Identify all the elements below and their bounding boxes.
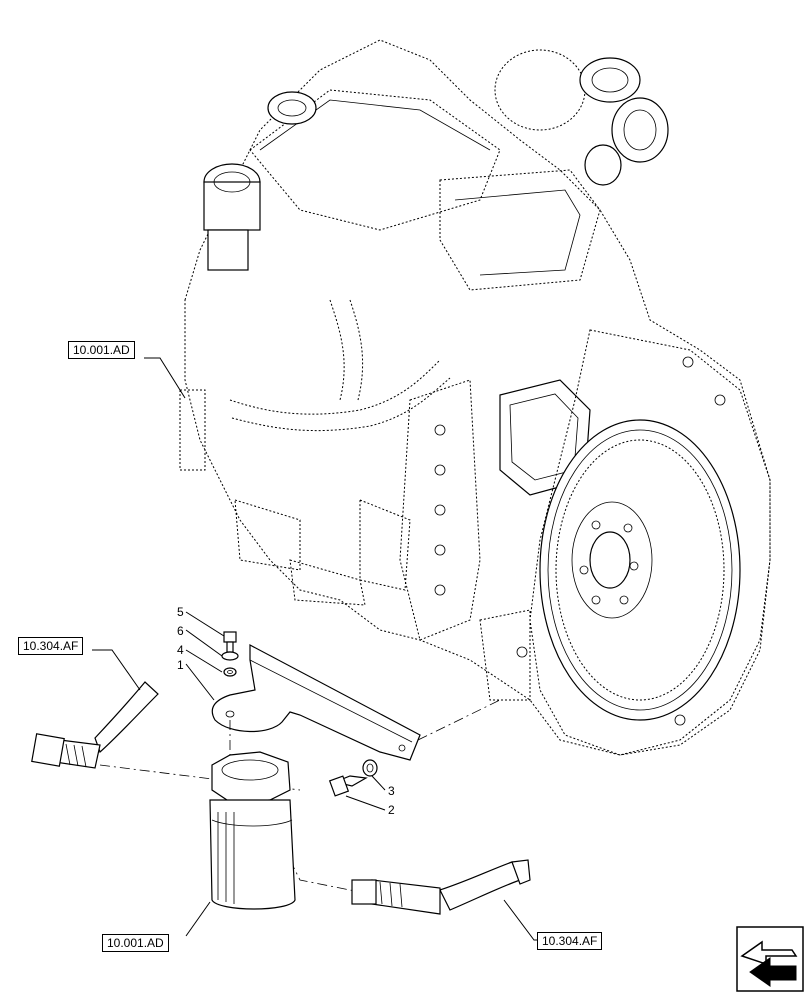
leader-1 (185, 663, 215, 701)
filter-illustration (209, 751, 296, 910)
leader-6 (185, 629, 223, 657)
leader-hose-bottom (503, 899, 540, 941)
ref-hose-left[interactable]: 10.304.AF (18, 637, 84, 655)
callout-3: 3 (388, 784, 395, 798)
leader-2 (345, 795, 386, 811)
hose-left-illustration (31, 681, 159, 769)
ref-engine-upper-left[interactable]: 10.001.AD (68, 341, 135, 359)
callout-2: 2 (388, 803, 395, 817)
leader-hose-left (92, 649, 141, 691)
callout-5: 5 (177, 605, 184, 619)
leader-4 (185, 649, 223, 673)
leader-5 (185, 611, 225, 637)
leader-filter (185, 901, 211, 937)
engine-illustration (179, 39, 771, 756)
hose-bottom-right-illustration (351, 859, 531, 915)
ref-filter-bottom[interactable]: 10.001.AD (102, 934, 169, 952)
leader-3 (371, 775, 386, 791)
callout-6: 6 (177, 624, 184, 638)
bolt-2-washer-3 (328, 759, 378, 797)
callout-4: 4 (177, 643, 184, 657)
callout-1: 1 (177, 658, 184, 672)
bracket-illustration (211, 644, 421, 761)
bolt-washer-stack (221, 631, 239, 677)
leader-engine-ref (144, 357, 186, 399)
ref-hose-bottom-right[interactable]: 10.304.AF (537, 932, 603, 950)
arrow-left-icon[interactable] (736, 926, 804, 992)
